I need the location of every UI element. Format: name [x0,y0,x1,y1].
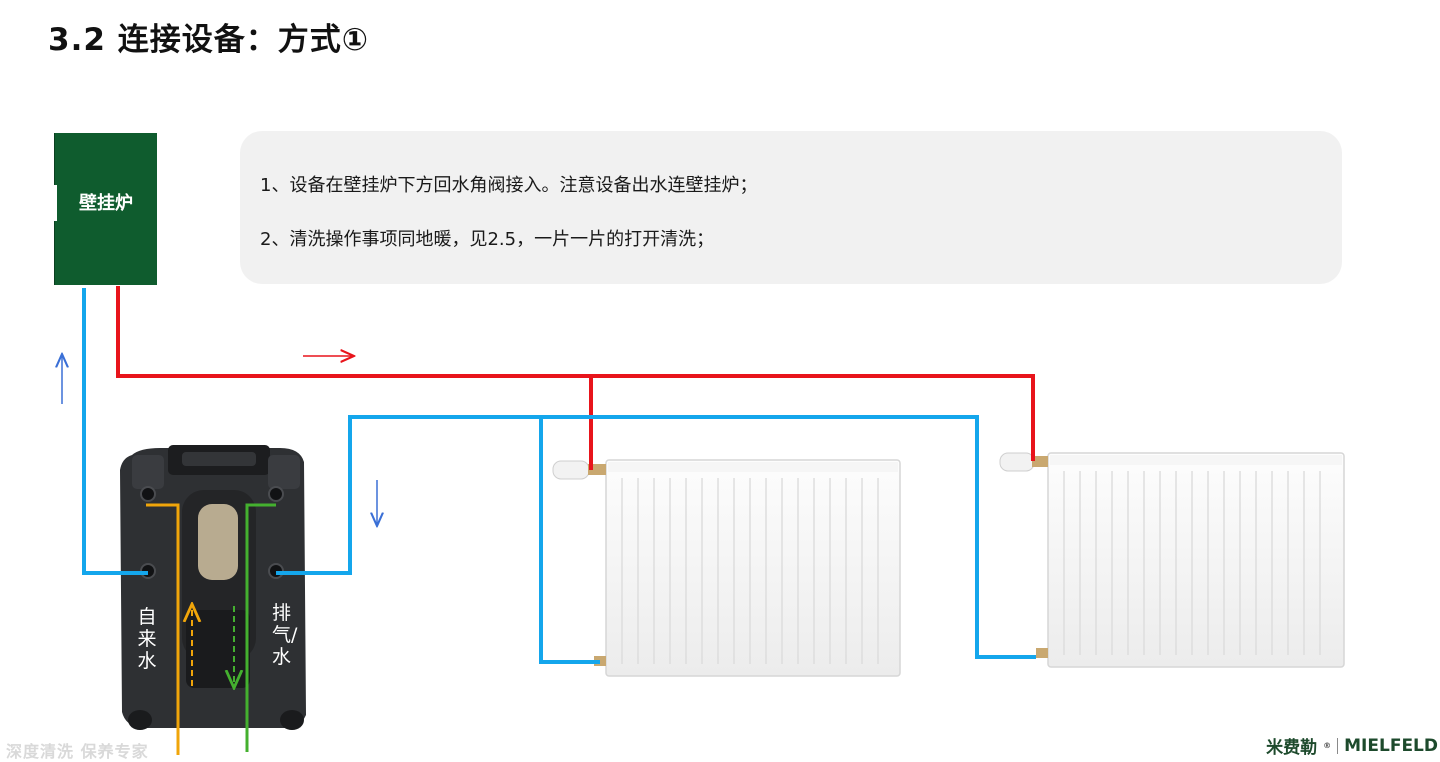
drain-label: 排气/水 [272,602,298,668]
return-pipe [82,288,1036,664]
brand-name-en: MIELFELD [1344,735,1438,756]
footer-slogan: 深度清洗 保养专家 [6,742,149,761]
brand-logo: 米费勒 ® MIELFELD [1266,733,1438,759]
wall-boiler: 壁挂炉 [53,133,157,285]
instruction-box: 1、设备在壁挂炉下方回水角阀接入。注意设备出水连壁挂炉； 2、清洗操作事项同地暖… [240,131,1342,284]
boiler-label: 壁挂炉 [79,193,133,214]
cleaning-device [120,445,306,730]
brand-name-cn: 米费勒 [1266,738,1318,758]
instruction-line-2: 2、清洗操作事项同地暖，见2.5，一片一片的打开清洗； [260,229,715,250]
radiator-2 [999,452,1345,668]
radiator-1 [552,459,901,677]
supply-pipe [116,286,1035,470]
instruction-line-1: 1、设备在壁挂炉下方回水角阀接入。注意设备出水连壁挂炉； [260,175,758,196]
tap-water-pipe [146,503,180,755]
drain-pipe [245,503,276,752]
page-title: 3.2 连接设备：方式① [48,22,369,58]
tap-water-label: 自来水 [137,606,157,672]
